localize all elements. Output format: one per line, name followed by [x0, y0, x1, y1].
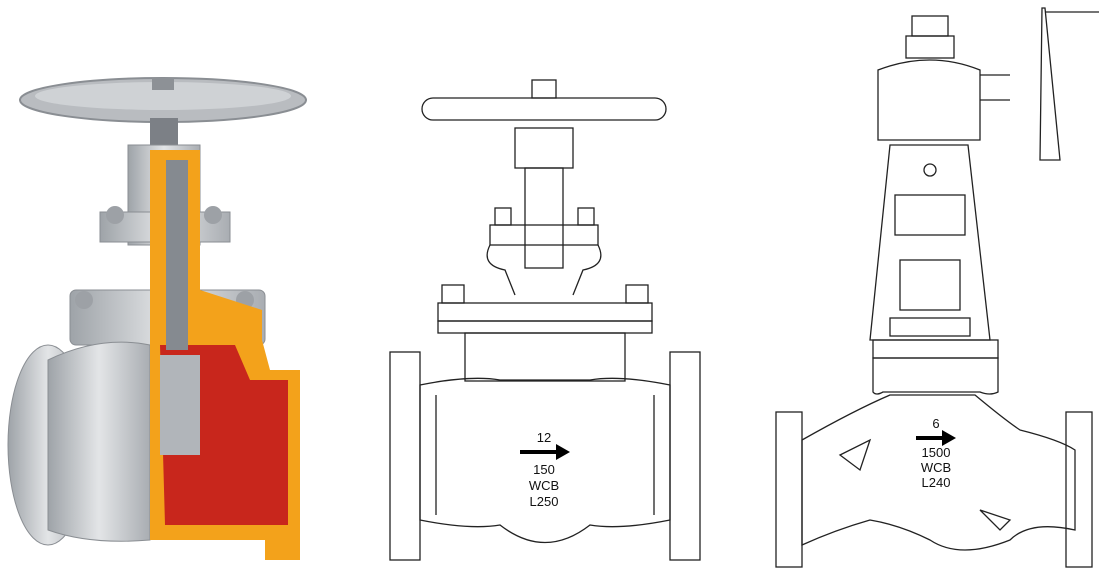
valve-body	[801, 394, 1076, 551]
gland-flange	[489, 224, 599, 246]
pressure-seal-valve-svg: 6 1500 WCB L240	[775, 7, 1099, 568]
top-cap	[911, 15, 949, 37]
valve-body	[419, 377, 671, 544]
cutaway-valve-svg	[7, 77, 307, 560]
pressure-seal-valve-drawing: 6 1500 WCB L240	[740, 0, 1099, 573]
right-flange	[1065, 411, 1093, 568]
flow-arrow	[916, 430, 956, 446]
stem-housing	[524, 167, 564, 269]
class-marking: 1500	[922, 445, 951, 460]
bonnet-flange	[437, 302, 653, 322]
yoke	[869, 144, 991, 341]
cutaway-valve-illustration	[0, 0, 330, 573]
section-cut	[150, 150, 300, 560]
size-marking: 12	[537, 430, 551, 445]
gate-valve-drawing: 12 150 WCB L250	[360, 0, 720, 573]
material-marking: WCB	[529, 478, 559, 493]
handwheel	[421, 97, 667, 121]
yoke-top	[514, 127, 574, 169]
gate-valve-svg: 12 150 WCB L250	[389, 79, 701, 561]
length-marking: L250	[530, 494, 559, 509]
gearbox	[877, 59, 981, 141]
handwheel	[19, 77, 307, 123]
side-handwheel	[1039, 7, 1061, 161]
size-marking: 6	[932, 416, 939, 431]
material-marking: WCB	[921, 460, 951, 475]
right-flange	[669, 351, 701, 561]
left-flange	[775, 411, 803, 568]
bonnet	[872, 339, 999, 359]
flow-arrow	[520, 444, 570, 460]
left-flange	[389, 351, 421, 561]
valve-body	[7, 341, 151, 546]
length-marking: L240	[922, 475, 951, 490]
class-marking: 150	[533, 462, 555, 477]
